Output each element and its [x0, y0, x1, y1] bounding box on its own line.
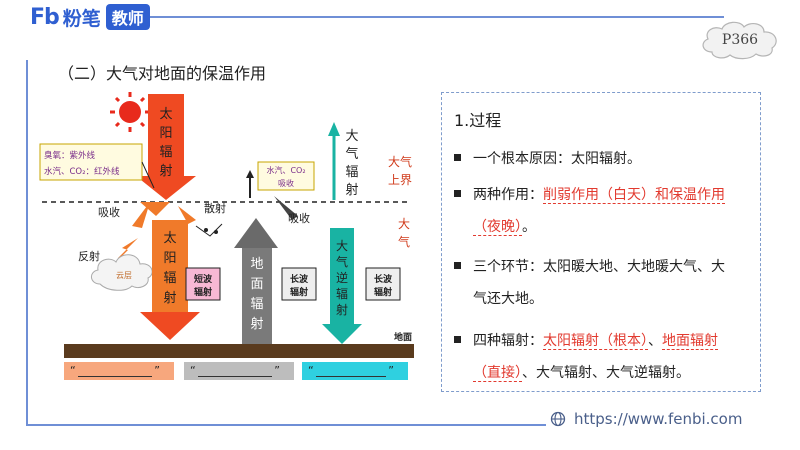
atm-label-2: 气: [398, 234, 410, 249]
svg-text:大: 大: [336, 239, 348, 253]
frame-line-bottom: [26, 424, 546, 426]
svg-text:臭氧：紫外线: 臭氧：紫外线: [44, 150, 96, 161]
svg-text:太: 太: [159, 107, 172, 122]
svg-text:辐: 辐: [250, 297, 263, 312]
bullet-item: 四种辐射：太阳辐射（根本）、地面辐射 （直接）、大气辐射、大气逆辐射。: [454, 325, 754, 389]
svg-text:辐: 辐: [345, 165, 358, 180]
ground-radiation-arrow: 地 面 辐 射: [234, 218, 278, 344]
page-code-badge: P366: [702, 21, 777, 60]
frame-line-left: [26, 60, 28, 425]
atm-top-label-2: 上界: [388, 173, 412, 187]
atm-top-label-1: 大气: [388, 154, 412, 169]
brand-logo: Fb 粉笔 教师: [30, 4, 150, 30]
blank-solar[interactable]: “ ”: [64, 362, 174, 380]
svg-text:逆: 逆: [336, 270, 348, 285]
logo-mark: Fb: [30, 4, 60, 30]
blank-atmosphere[interactable]: “ ”: [302, 362, 408, 380]
svg-text:水汽、CO₂: 水汽、CO₂: [266, 165, 305, 175]
frame-line-top: [112, 16, 724, 18]
svg-text:吸收: 吸收: [278, 178, 294, 188]
svg-text:射: 射: [250, 316, 263, 332]
long-wave-box-1: 长波 辐射: [281, 267, 317, 301]
process-heading: 1.过程: [454, 111, 502, 130]
svg-text:大: 大: [345, 129, 358, 144]
svg-text:面: 面: [250, 277, 263, 292]
svg-text:长波: 长波: [290, 273, 309, 285]
svg-text:射: 射: [159, 163, 172, 179]
svg-text:水汽、CO₂：红外线: 水汽、CO₂：红外线: [44, 166, 120, 177]
cloud-icon: 云层: [91, 254, 153, 291]
absorb-left-label: 吸收: [98, 205, 120, 219]
bullet-item: 一个根本原因：太阳辐射。: [454, 143, 754, 175]
bullet-item: 两种作用：削弱作用（白天）和保温作用 （夜晚）。: [454, 179, 754, 243]
absorb-right-arrow: [274, 196, 298, 220]
reflect-arrow: [112, 238, 138, 266]
page-code: P366: [722, 32, 758, 48]
svg-text:射: 射: [163, 290, 176, 306]
svg-text:气: 气: [345, 146, 358, 162]
ozone-label-box: 臭氧：紫外线 水汽、CO₂：红外线: [39, 143, 143, 181]
svg-text:辐: 辐: [159, 145, 172, 160]
ground-label: 地面: [394, 331, 412, 343]
short-wave-box: 短波 辐射: [185, 267, 221, 301]
logo-badge: 教师: [105, 4, 150, 30]
svg-text:长波: 长波: [374, 273, 393, 285]
svg-text:云层: 云层: [116, 271, 132, 280]
atm-label-1: 大: [398, 217, 410, 231]
svg-text:辐: 辐: [336, 286, 348, 301]
process-textbox: 1.过程 一个根本原因：太阳辐射。 两种作用：削弱作用（白天）和保温作用 （夜晚…: [441, 92, 761, 392]
globe-icon: [550, 411, 566, 427]
counter-radiation-arrow: 大 气 逆 辐 射: [322, 228, 362, 344]
solar-radiation-down-arrow: 太 阳 辐 射: [140, 220, 200, 340]
vapor-co2-box: 水汽、CO₂ 吸收: [257, 161, 315, 191]
page-title: （二）大气对地面的保温作用: [58, 64, 267, 83]
scatter-arrow: [178, 206, 196, 224]
footer-url[interactable]: https://www.fenbi.com: [550, 410, 742, 428]
absorb-right-label: 吸收: [288, 211, 310, 225]
svg-text:阳: 阳: [163, 251, 176, 266]
svg-text:太: 太: [163, 231, 176, 246]
logo-brand: 粉笔: [62, 7, 101, 30]
svg-text:辐射: 辐射: [194, 286, 212, 298]
blank-ground[interactable]: “ ”: [184, 362, 294, 380]
svg-text:短波: 短波: [194, 273, 213, 285]
svg-text:辐: 辐: [163, 271, 176, 286]
sun-icon: [110, 92, 150, 132]
svg-text:辐射: 辐射: [374, 286, 392, 298]
svg-text:地: 地: [250, 257, 263, 272]
svg-text:射: 射: [345, 182, 358, 198]
greenhouse-diagram: 太 阳 辐 射 臭氧：紫外线 水汽、CO₂：红外线 吸收 散射 反射 云层 太 …: [39, 92, 414, 358]
svg-text:阳: 阳: [159, 126, 172, 141]
footer-url-text[interactable]: https://www.fenbi.com: [574, 410, 743, 428]
svg-text:气: 气: [336, 254, 348, 269]
long-wave-box-2: 长波 辐射: [365, 267, 401, 301]
bullet-item: 三个环节：太阳暖大地、大地暖大气、大 气还大地。: [454, 251, 754, 315]
svg-text:射: 射: [336, 302, 348, 317]
svg-text:辐射: 辐射: [290, 286, 308, 298]
reflect-label: 反射: [78, 249, 100, 263]
ground-bar: [64, 344, 414, 358]
scatter-label: 散射: [204, 201, 226, 215]
solar-radiation-arrow: 太 阳 辐 射: [136, 94, 196, 200]
atmosphere-radiation-arrow: 大 气 辐 射: [328, 122, 359, 200]
